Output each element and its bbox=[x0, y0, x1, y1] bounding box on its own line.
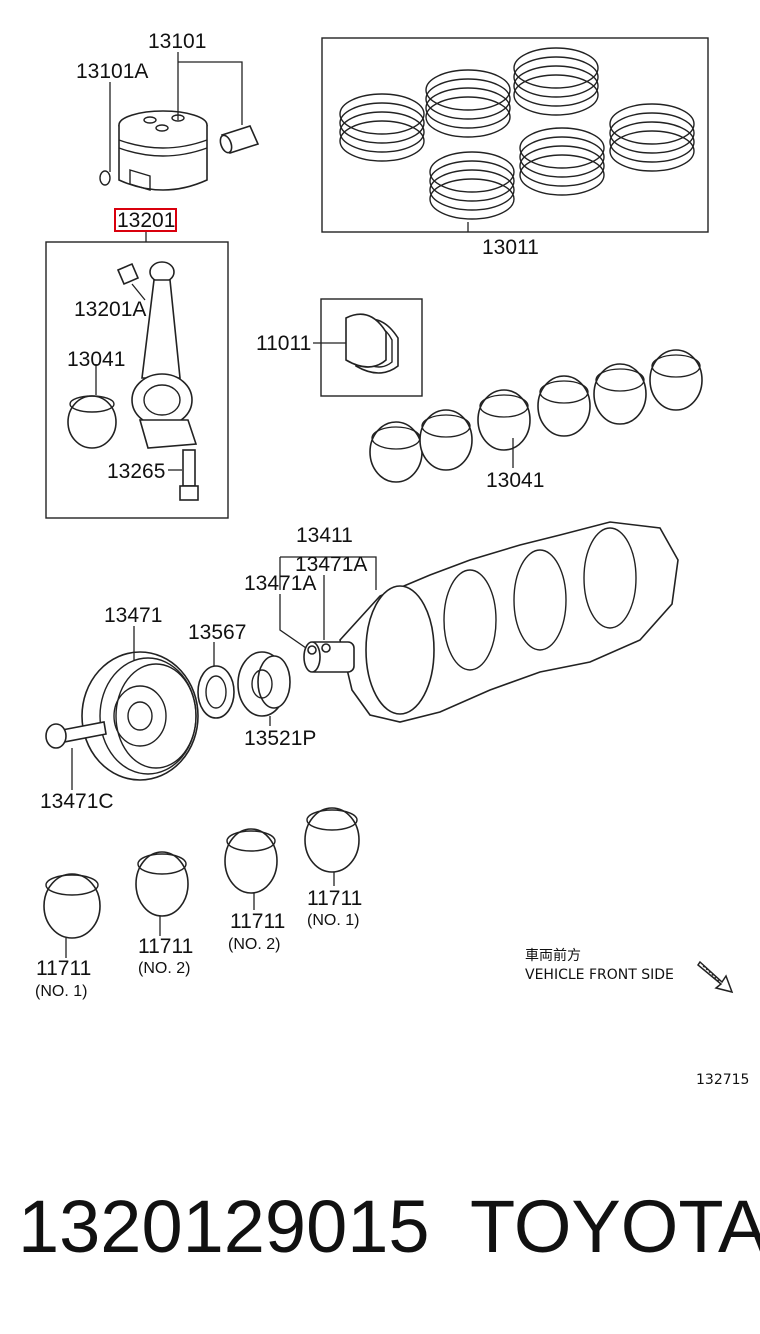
timing-plate-illustration bbox=[197, 665, 235, 719]
lower-bearing-4-illustration bbox=[304, 807, 360, 873]
label-13411: 13411 bbox=[296, 524, 353, 547]
piston-ring-2 bbox=[425, 69, 511, 138]
label-13471: 13471 bbox=[104, 604, 162, 627]
label-13471A-right: 13471A bbox=[295, 553, 367, 576]
thrust-washer-group: 11011 bbox=[256, 298, 423, 397]
piston-ring-4 bbox=[609, 103, 695, 172]
label-13041-main: 13041 bbox=[486, 469, 544, 492]
label-13201[interactable]: 13201 bbox=[117, 209, 175, 232]
upper-main-bearing-4 bbox=[537, 375, 591, 437]
label-11711-b: 11711 bbox=[138, 935, 193, 958]
piston-illustration bbox=[118, 110, 208, 191]
rod-bushing-illustration bbox=[116, 262, 140, 286]
label-13521P: 13521P bbox=[244, 727, 316, 750]
label-13011: 13011 bbox=[482, 236, 539, 259]
piston-ring-set-group: 13011 bbox=[321, 37, 709, 259]
connecting-rod-illustration bbox=[131, 261, 198, 449]
label-11711-a-note: (NO. 1) bbox=[35, 983, 87, 1000]
lower-bearing-2-illustration bbox=[135, 851, 189, 917]
highlight-13201 bbox=[114, 208, 177, 232]
timing-plate-group: 13567 bbox=[188, 621, 246, 719]
piston-ring-1 bbox=[339, 93, 425, 162]
label-13041-rod: 13041 bbox=[67, 348, 125, 371]
thrust-washer-frame bbox=[320, 298, 423, 397]
crankshaft-illustration bbox=[303, 521, 679, 723]
label-13201A: 13201A bbox=[74, 298, 146, 321]
direction-note-japanese: 車両前方 bbox=[525, 947, 581, 964]
label-13101A: 13101A bbox=[76, 60, 148, 83]
vehicle-direction-note: 車両前方 VEHICLE FRONT SIDE bbox=[525, 947, 734, 994]
piston-group: 13101 13101A bbox=[76, 30, 260, 191]
main-bearings-lower-group: 11711 (NO. 1) 11711 (NO. 2) 11711 (NO. 2… bbox=[35, 807, 362, 1000]
label-13101: 13101 bbox=[148, 30, 206, 53]
front-direction-arrow-icon bbox=[697, 960, 734, 994]
main-bearings-upper-group: 13041 bbox=[369, 349, 703, 492]
label-13471A-left: 13471A bbox=[244, 572, 316, 595]
thrust-washer-illustration bbox=[345, 313, 399, 374]
label-11711-d: 11711 bbox=[307, 887, 362, 910]
piston-ring-5 bbox=[519, 127, 605, 196]
upper-main-bearing-6 bbox=[649, 349, 703, 411]
label-13471C: 13471C bbox=[40, 790, 114, 813]
connecting-rod-group: 13201 13201A 13041 13265 bbox=[45, 208, 229, 519]
piston-ring-frame bbox=[321, 37, 709, 233]
piston-ring-6 bbox=[429, 151, 515, 220]
crankshaft-group: 13411 13471A 13471A bbox=[244, 521, 679, 723]
crankshaft-gear-illustration bbox=[237, 651, 291, 717]
crankshaft-gear-group: 13521P bbox=[237, 651, 316, 750]
brand-caption: TOYOTA bbox=[470, 1185, 760, 1268]
rod-bearing-illustration bbox=[67, 395, 117, 449]
piston-ring-3 bbox=[513, 47, 599, 116]
upper-main-bearing-2 bbox=[419, 409, 473, 471]
lower-bearing-1-illustration bbox=[43, 873, 101, 939]
label-11711-d-note: (NO. 1) bbox=[307, 912, 359, 929]
connecting-rod-frame bbox=[45, 241, 229, 519]
lower-bearing-3-illustration bbox=[224, 828, 278, 894]
crankshaft-pulley-group: 13471 bbox=[81, 604, 199, 781]
label-11711-c-note: (NO. 2) bbox=[228, 936, 280, 953]
label-13265: 13265 bbox=[107, 460, 165, 483]
label-11011: 11011 bbox=[256, 332, 311, 355]
piston-pin-illustration bbox=[219, 125, 260, 154]
label-11711-b-note: (NO. 2) bbox=[138, 960, 190, 977]
snap-ring-illustration bbox=[99, 170, 111, 186]
pulley-bolt-group: 13471C bbox=[40, 721, 114, 813]
main-bearings-illustration bbox=[369, 349, 703, 483]
piston-rings-illustration bbox=[339, 47, 695, 220]
part-number-caption: 1320129015 bbox=[18, 1185, 430, 1268]
upper-main-bearing-1 bbox=[369, 421, 423, 483]
label-11711-c: 11711 bbox=[230, 910, 285, 933]
upper-main-bearing-5 bbox=[593, 363, 647, 425]
upper-main-bearing-3 bbox=[477, 389, 531, 451]
pulley-bolt-illustration bbox=[45, 721, 107, 749]
label-13567: 13567 bbox=[188, 621, 246, 644]
label-11711-a: 11711 bbox=[36, 957, 91, 980]
diagram-id: 132715 bbox=[696, 1072, 749, 1088]
crankshaft-pulley-illustration bbox=[81, 651, 199, 781]
direction-note-english: VEHICLE FRONT SIDE bbox=[525, 967, 674, 983]
rod-bolt-illustration bbox=[179, 449, 199, 501]
